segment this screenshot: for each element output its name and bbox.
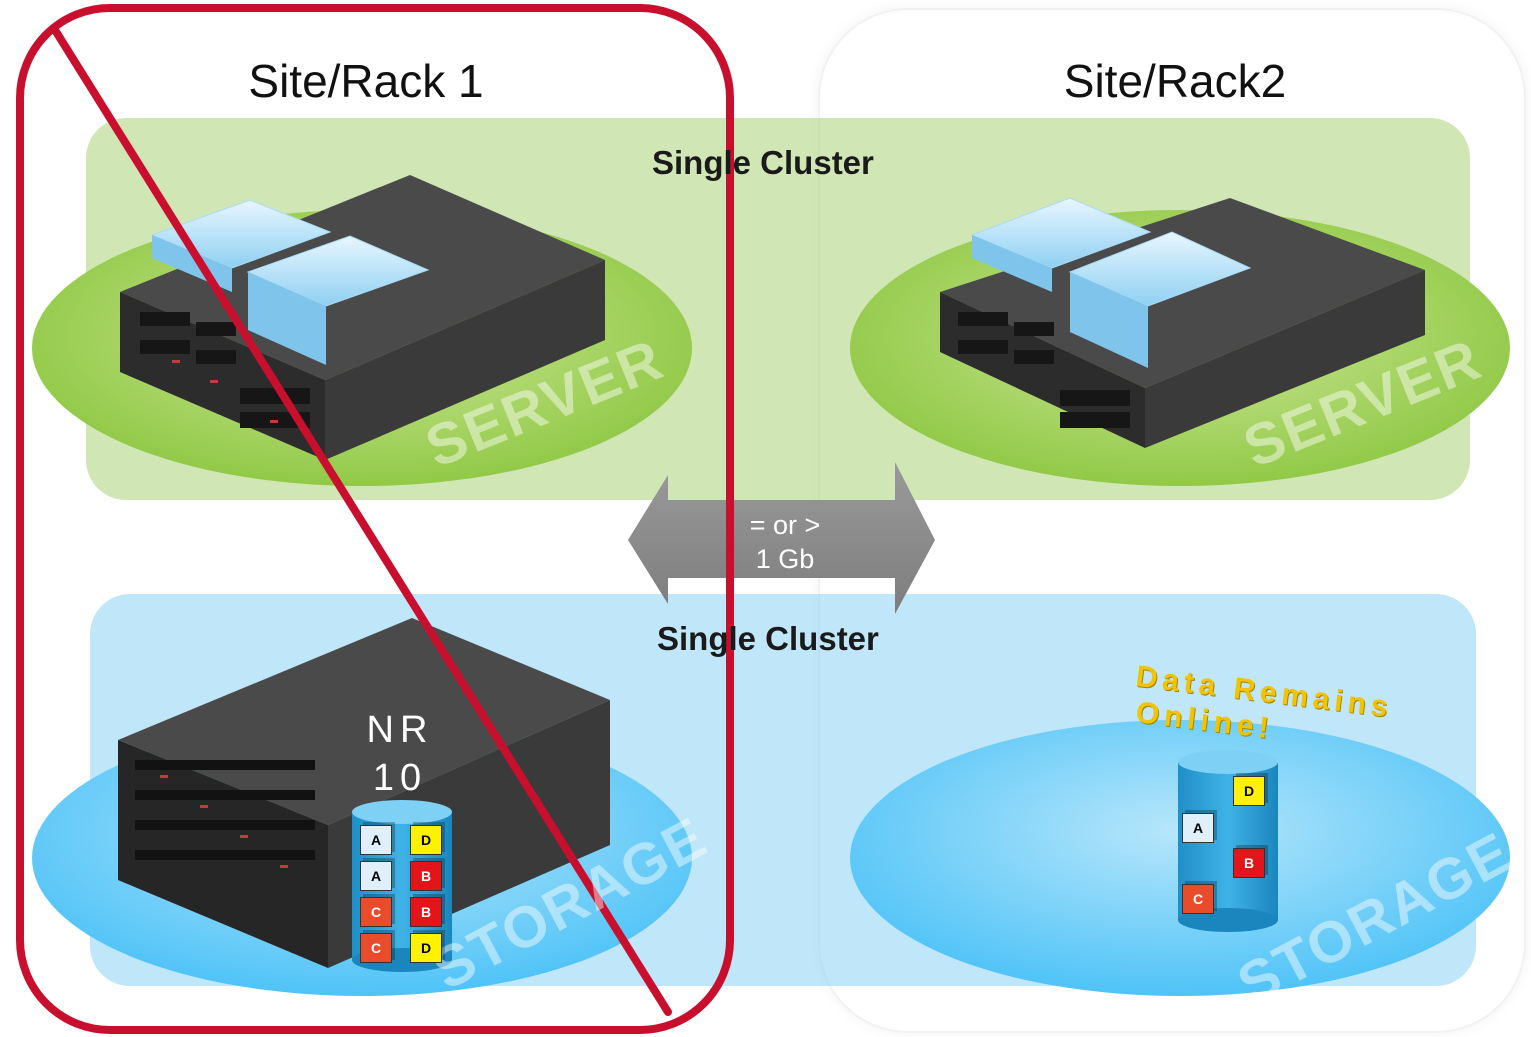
nr-label: NR 10 xyxy=(350,706,450,802)
link-speed-line2: 1 Gb xyxy=(755,544,815,574)
site1-block-left: C xyxy=(360,933,392,963)
site1-block-left: C xyxy=(360,897,392,927)
site1-block-left: A xyxy=(360,825,392,855)
site1-block-right: B xyxy=(410,897,442,927)
site2-block-c: C xyxy=(1182,884,1214,914)
site2-block-b: B xyxy=(1233,848,1265,878)
link-speed-label: = or > 1 Gb xyxy=(730,508,840,576)
link-arrow xyxy=(628,462,935,614)
site2-server-icon xyxy=(940,197,1425,448)
nr-label-line1: NR xyxy=(366,709,434,751)
site2-title: Site/Rack2 xyxy=(1063,55,1287,107)
site1-block-left: A xyxy=(360,861,392,891)
nr-label-line2: 10 xyxy=(372,757,428,799)
site2-block-a: A xyxy=(1182,813,1214,843)
link-speed-line1: = or > xyxy=(749,510,821,540)
site1-failure-marker xyxy=(16,4,734,1034)
site1-block-right: D xyxy=(410,933,442,963)
site1-block-right: D xyxy=(410,825,442,855)
cluster-label-server: Single Cluster xyxy=(652,144,874,181)
cluster-label-storage: Single Cluster xyxy=(657,620,879,657)
site2-block-d: D xyxy=(1233,776,1265,806)
site1-block-right: B xyxy=(410,861,442,891)
site1-title: Site/Rack 1 xyxy=(248,55,484,107)
